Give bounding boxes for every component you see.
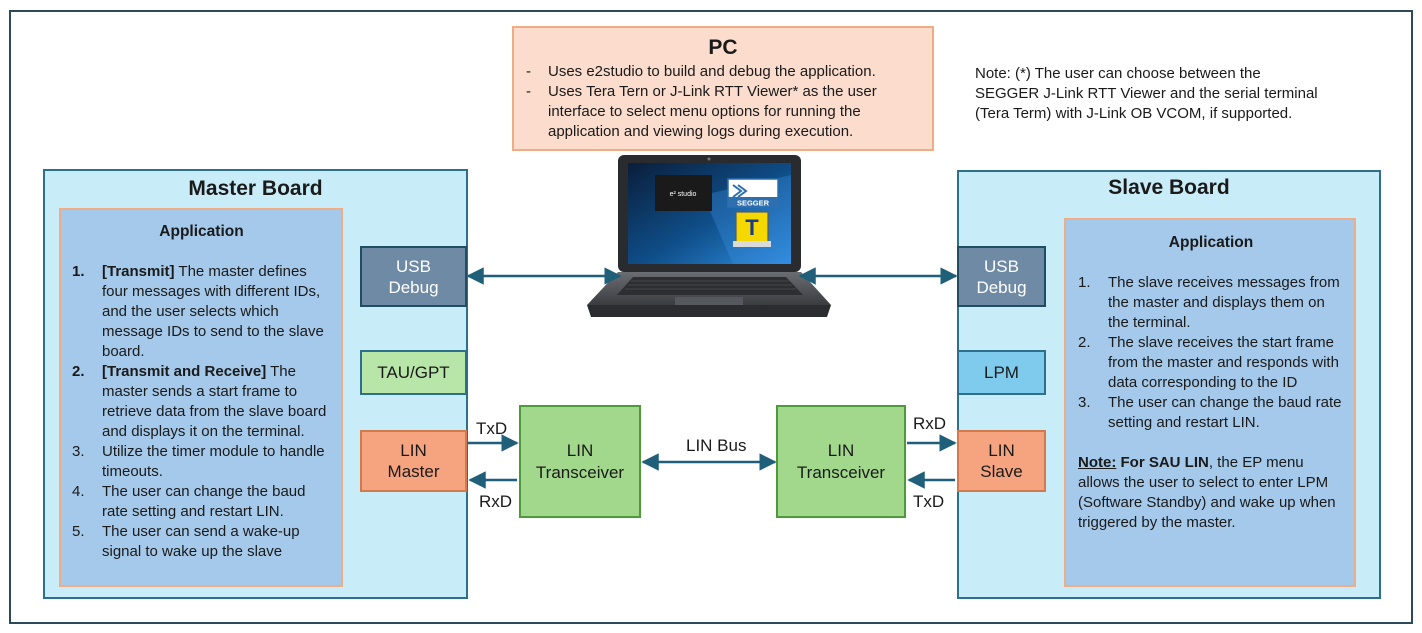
pc-title: PC [708,36,738,59]
lin-transceiver-left: LIN Transceiver [519,405,641,518]
lin-slave-block: LIN Slave [957,430,1046,492]
lin-transceiver-right: LIN Transceiver [776,405,906,518]
lin-bus-label: LIN Bus [686,436,747,455]
slave-application-panel: Application 1.The slave receives message… [1064,218,1356,587]
pc-box: PC -Uses e2studio to build and debug the… [512,26,934,151]
slave-application-list: 1.The slave receives messages from the m… [1078,273,1344,433]
master-txd-label: TxD [476,419,508,438]
e2studio-label: e² studio [670,191,697,198]
footnote: Note: (*) The user can choose between th… [975,65,1318,122]
master-usb-debug-block: USB Debug [360,246,467,307]
teraterm-logo [735,211,769,243]
pc-bullet: -Uses e2studio to build and debug the ap… [526,63,876,80]
list-item: 2.The slave receives the start frame fro… [1078,334,1339,391]
e2studio-tile [655,175,712,211]
lin-master-block: LIN Master [360,430,467,492]
segger-text: SEGGER [737,199,770,208]
list-item: 3.Utilize the timer module to handle tim… [72,443,325,480]
diagram-frame [9,10,1413,624]
master-tau-gpt-block: TAU/GPT [360,350,467,395]
master-application-list: 1.[Transmit] The master defines four mes… [72,262,331,562]
slave-lpm-block: LPM [957,350,1046,395]
laptop-icon: e² studio SEGGER T [587,155,831,317]
list-item: 1.[Transmit] The master defines four mes… [72,263,324,360]
slave-board-title: Slave Board [1108,176,1230,199]
pc-bullet: -Uses Tera Tern or J-Link RTT Viewer* as… [526,83,877,140]
list-item: 5.The user can send a wake-up signal to … [72,523,300,560]
list-item: 4.The user can change the baud rate sett… [72,483,306,520]
list-item: 2.[Transmit and Receive] The master send… [72,363,327,440]
list-item: 1.The slave receives messages from the m… [1078,274,1340,331]
list-item: 3.The user can change the baud rate sett… [1078,394,1342,431]
slave-note: Note: For SAU LIN, the EP menu allows th… [1078,454,1336,531]
teraterm-glyph: T [745,215,759,240]
master-rxd-label: RxD [479,492,513,511]
slave-application-title: Application [1168,234,1254,251]
master-board-title: Master Board [188,177,323,200]
pc-bullet-list: -Uses e2studio to build and debug the ap… [514,62,932,142]
slave-rxd-label: RxD [913,414,947,433]
master-application-title: Application [159,223,244,240]
slave-txd-label: TxD [913,492,945,511]
slave-usb-debug-block: USB Debug [957,246,1046,307]
master-application-panel: Application 1.[Transmit] The master defi… [59,208,343,587]
